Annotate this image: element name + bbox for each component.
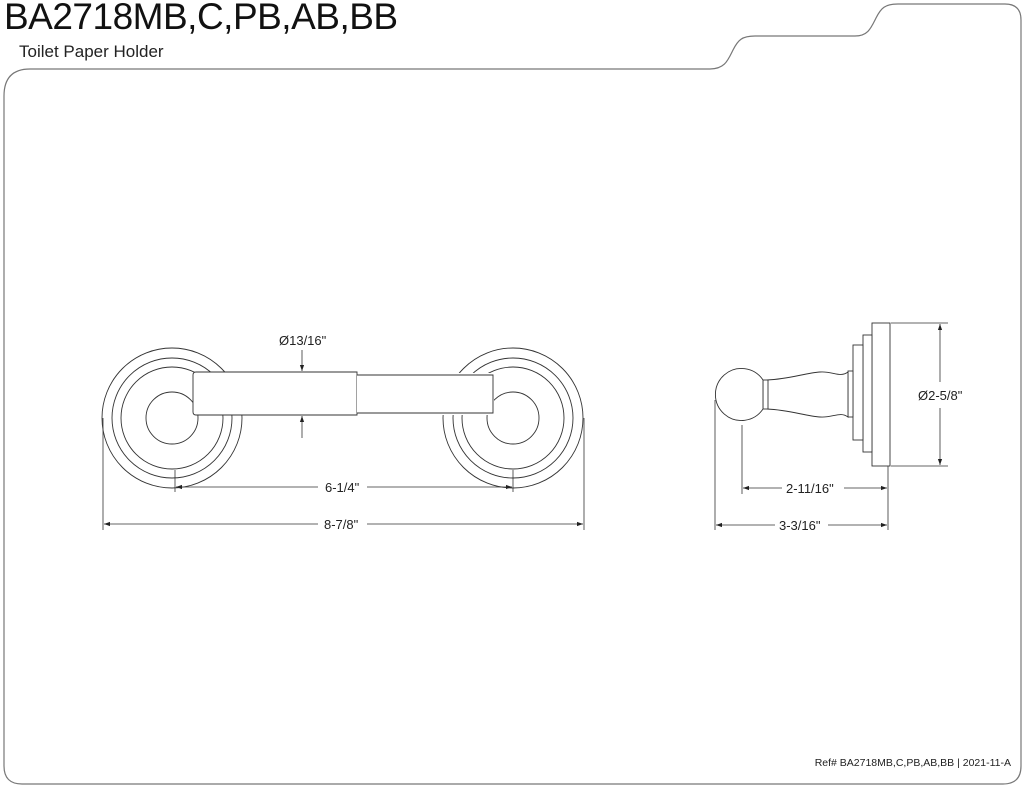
reference-number: Ref# BA2718MB,C,PB,AB,BB | 2021-11-A — [814, 757, 1011, 769]
flange-inner — [852, 344, 864, 441]
bar-right-section — [357, 374, 494, 414]
product-name: Toilet Paper Holder — [19, 42, 164, 61]
ball-end — [714, 368, 764, 421]
center-to-center-label: 6-1/4" — [325, 480, 360, 495]
flange-diameter-label: Ø2-5/8" — [918, 388, 963, 403]
collar — [847, 370, 854, 418]
side-view — [714, 322, 891, 467]
side-dimensions — [714, 322, 948, 530]
ball-ring — [762, 379, 769, 410]
model-number-title: BA2718MB,C,PB,AB,BB — [4, 0, 398, 37]
drawing-frame — [3, 3, 1022, 785]
overall-projection-label: 3-3/16" — [779, 518, 821, 533]
flange-middle — [862, 334, 873, 453]
flange-outer — [871, 322, 891, 467]
projection-to-ball-label: 2-11/16" — [786, 481, 834, 496]
bar-diameter-label: Ø13/16" — [279, 333, 327, 348]
right-rosette — [442, 347, 584, 489]
front-view — [101, 347, 584, 489]
post-body — [766, 371, 849, 418]
bar-left-section — [192, 371, 358, 416]
left-rosette — [101, 347, 243, 489]
overall-width-label: 8-7/8" — [324, 517, 359, 532]
front-dimensions — [102, 350, 585, 530]
